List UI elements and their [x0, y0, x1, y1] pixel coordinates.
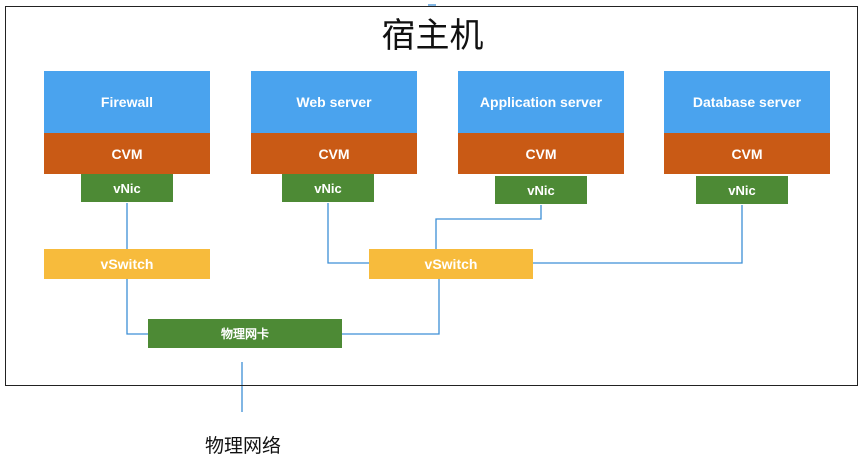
vm-label: Database server: [692, 94, 802, 110]
vm-firewall: Firewall: [44, 71, 210, 133]
cvm-label: CVM: [731, 145, 763, 162]
cvm-label: CVM: [318, 145, 350, 162]
wire-web-vswitch: [327, 203, 369, 264]
wire-vswitch2-pnic: [342, 279, 440, 335]
wire-db-vswitch: [533, 205, 743, 264]
vnic-label: vNic: [314, 180, 342, 196]
vnic-label: vNic: [527, 182, 555, 198]
cvm-application-server: CVM: [458, 133, 624, 174]
vnic-firewall: vNic: [81, 174, 173, 202]
vm-label: Application server: [479, 94, 603, 110]
vnic-label: vNic: [113, 180, 141, 196]
cvm-firewall: CVM: [44, 133, 210, 174]
cvm-web-server: CVM: [251, 133, 417, 174]
cvm-label: CVM: [525, 145, 557, 162]
vswitch-2: vSwitch: [369, 249, 533, 279]
vm-application-server: Application server: [458, 71, 624, 133]
vm-web-server: Web server: [251, 71, 417, 133]
cvm-database-server: CVM: [664, 133, 830, 174]
physical-nic: 物理网卡: [148, 319, 342, 348]
vm-label: Firewall: [100, 94, 154, 110]
host-machine-title: 宿主机: [381, 16, 484, 56]
wire-vswitch1-pnic: [126, 279, 148, 335]
vswitch-label: vSwitch: [100, 256, 154, 272]
vswitch-1: vSwitch: [44, 249, 210, 279]
vswitch-label: vSwitch: [424, 256, 478, 272]
cvm-label: CVM: [111, 145, 143, 162]
wire-app-vswitch: [435, 205, 542, 249]
vm-label: Web server: [296, 94, 372, 110]
vnic-application-server: vNic: [495, 176, 587, 204]
vnic-label: vNic: [728, 182, 756, 198]
physical-network-label: 物理网络: [205, 435, 282, 457]
vnic-database-server: vNic: [696, 176, 788, 204]
physical-nic-label: 物理网卡: [220, 327, 269, 341]
host-machine-box: [5, 6, 858, 386]
vnic-web-server: vNic: [282, 174, 374, 202]
vm-database-server: Database server: [664, 71, 830, 133]
